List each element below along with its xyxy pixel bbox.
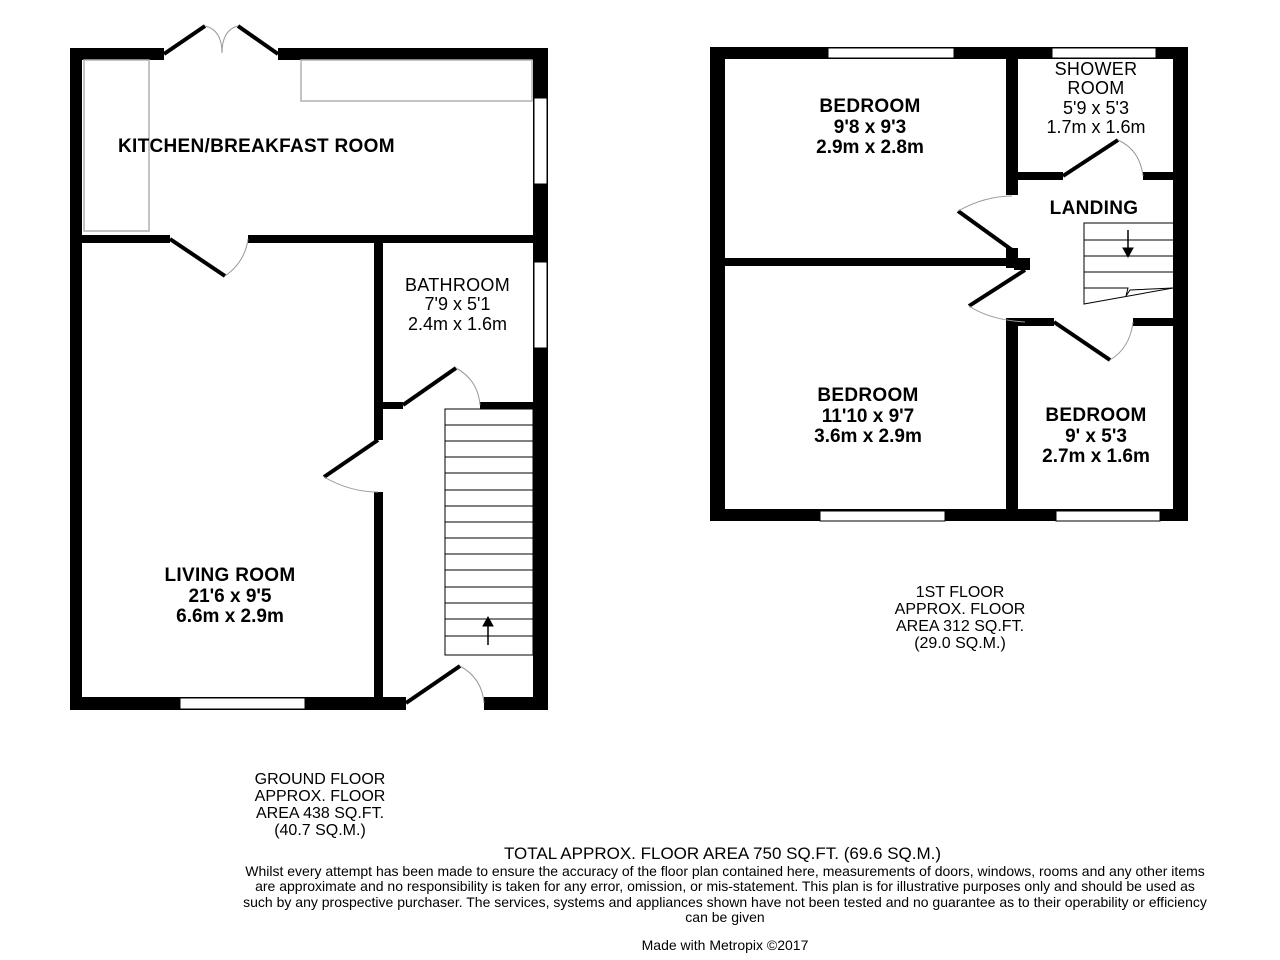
- room-label-living-room: LIVING ROOM 21'6 x 9'5 6.6m x 2.9m: [130, 565, 330, 628]
- floor-area-sqft: AREA 312 SQ.FT.: [895, 618, 1025, 636]
- floor-area-label: APPROX. FLOOR: [254, 788, 386, 806]
- room-dimensions-imperial: 5'9 x 5'3: [1063, 97, 1129, 118]
- room-label-bathroom: BATHROOM 7'9 x 5'1 2.4m x 1.6m: [385, 275, 530, 334]
- room-dimensions-metric: 2.7m x 1.6m: [1042, 446, 1150, 468]
- shower-room-window: [1051, 47, 1157, 59]
- room-dimensions-imperial: 21'6 x 9'5: [188, 585, 272, 607]
- ground-floor-walls: [70, 48, 548, 710]
- room-dimensions-metric: 2.9m x 2.8m: [816, 137, 924, 159]
- room-label-kitchen: KITCHEN/BREAKFAST ROOM: [118, 136, 395, 158]
- kitchen-worktops: [83, 59, 533, 232]
- floor-name: 1ST FLOOR: [915, 584, 1005, 601]
- room-dimensions-imperial: 7'9 x 5'1: [424, 294, 491, 315]
- bedroom-3-window: [1055, 510, 1161, 522]
- room-name: BEDROOM: [819, 96, 921, 117]
- room-dimensions-metric: 6.6m x 2.9m: [176, 606, 284, 628]
- floor-area-label: APPROX. FLOOR: [894, 601, 1026, 619]
- room-label-shower-room: SHOWER ROOM 5'9 x 5'3 1.7m x 1.6m: [1020, 59, 1172, 138]
- ground-floor-plan: [70, 24, 548, 710]
- ground-floor-doors: [168, 237, 485, 705]
- room-name: LANDING: [1049, 198, 1139, 219]
- first-floor-windows: [819, 47, 1161, 522]
- room-name-line-2: ROOM: [1067, 78, 1125, 99]
- first-floor-staircase[interactable]: [1083, 222, 1174, 305]
- room-label-bedroom-3: BEDROOM 9' x 5'3 2.7m x 1.6m: [1018, 405, 1174, 468]
- total-floor-area: TOTAL APPROX. FLOOR AREA 750 SQ.FT. (69.…: [503, 844, 942, 863]
- first-floor-plan: [710, 47, 1188, 522]
- living-room-window: [179, 697, 306, 710]
- room-dimensions-imperial: 11'10 x 9'7: [821, 405, 915, 427]
- kitchen-window: [533, 97, 548, 185]
- room-dimensions-metric: 3.6m x 2.9m: [814, 426, 922, 448]
- kitchen-french-doors: [162, 24, 280, 56]
- floor-area-sqm: (40.7 SQ.M.): [274, 822, 366, 840]
- ground-floor-staircase[interactable]: [444, 408, 534, 656]
- first-floor-doors: [956, 138, 1144, 362]
- room-name: KITCHEN/BREAKFAST ROOM: [118, 136, 395, 157]
- room-dimensions-metric: 2.4m x 1.6m: [407, 313, 508, 334]
- room-label-bedroom-2: BEDROOM 11'10 x 9'7 3.6m x 2.9m: [768, 385, 968, 448]
- floor-name: GROUND FLOOR: [254, 771, 386, 788]
- ground-floor-windows: [179, 97, 548, 710]
- room-name: BEDROOM: [817, 385, 919, 406]
- disclaimer-text: Whilst every attempt has been made to en…: [243, 863, 1207, 926]
- bathroom-window: [533, 261, 548, 349]
- floor-area-sqm: (29.0 SQ.M.): [914, 635, 1006, 653]
- room-label-bedroom-1: BEDROOM 9'8 x 9'3 2.9m x 2.8m: [770, 96, 970, 159]
- room-dimensions-imperial: 9'8 x 9'3: [833, 116, 907, 138]
- bedroom-2-window: [819, 510, 946, 522]
- room-dimensions-metric: 1.7m x 1.6m: [1046, 117, 1146, 138]
- bedroom-1-window: [827, 47, 955, 59]
- room-name: LIVING ROOM: [164, 565, 296, 586]
- room-name: BEDROOM: [1045, 405, 1147, 426]
- metropix-credit: Made with Metropix ©2017: [641, 937, 809, 953]
- room-dimensions-imperial: 9' x 5'3: [1065, 425, 1127, 447]
- room-name: BATHROOM: [404, 275, 511, 295]
- ground-floor-area-info: GROUND FLOOR APPROX. FLOOR AREA 438 SQ.F…: [220, 771, 420, 839]
- first-floor-area-info: 1ST FLOOR APPROX. FLOOR AREA 312 SQ.FT. …: [860, 584, 1060, 652]
- room-name-line-1: SHOWER: [1054, 59, 1138, 79]
- floor-area-sqft: AREA 438 SQ.FT.: [255, 805, 385, 823]
- room-label-landing: LANDING: [1030, 198, 1158, 220]
